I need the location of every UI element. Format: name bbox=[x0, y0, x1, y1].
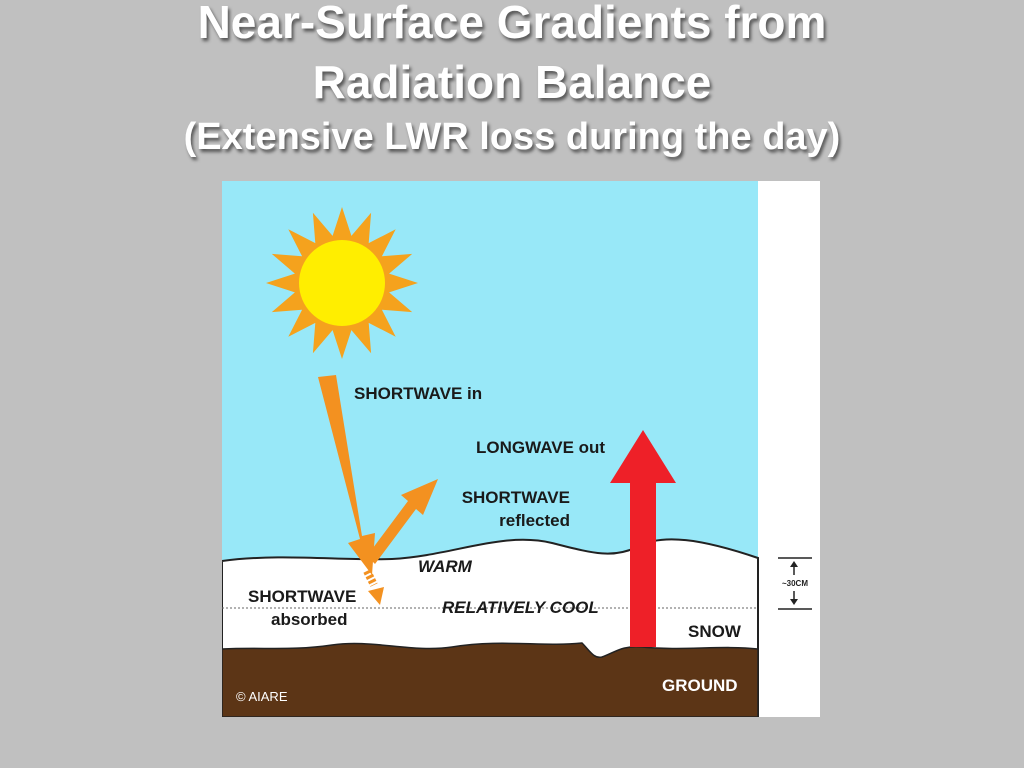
shortwave-absorbed-arrow bbox=[363, 569, 384, 605]
warm-label: WARM bbox=[418, 557, 473, 576]
title-line-1: Near-Surface Gradients from bbox=[197, 0, 827, 48]
radiation-balance-diagram: ~30CM SHORTWAVE in LONGWAVE out SHORTWAV… bbox=[222, 181, 820, 717]
shortwave-absorbed-label-line2: absorbed bbox=[271, 610, 348, 629]
title-line-2: Radiation Balance bbox=[312, 56, 712, 108]
slide-subtitle: (Extensive LWR loss during the day) bbox=[183, 116, 841, 158]
longwave-out-arrow bbox=[610, 430, 676, 647]
shortwave-in-arrow bbox=[318, 375, 375, 575]
shortwave-absorbed-label-line1: SHORTWAVE bbox=[248, 587, 356, 606]
sun-icon bbox=[266, 207, 418, 359]
ground-label: GROUND bbox=[662, 676, 738, 695]
down-arrow-icon bbox=[790, 591, 798, 605]
shortwave-reflected-label-line2: reflected bbox=[499, 511, 570, 530]
shortwave-reflected-label-line1: SHORTWAVE bbox=[462, 488, 570, 507]
up-arrow-icon bbox=[790, 561, 798, 575]
copyright-label: © AIARE bbox=[236, 689, 288, 704]
snow-label: SNOW bbox=[688, 622, 742, 641]
longwave-out-label: LONGWAVE out bbox=[476, 438, 605, 457]
depth-label: ~30CM bbox=[782, 579, 808, 588]
depth-marker: ~30CM bbox=[778, 557, 812, 610]
ground-layer bbox=[222, 642, 759, 717]
shortwave-reflected-arrow bbox=[367, 479, 438, 564]
shortwave-in-label: SHORTWAVE in bbox=[354, 384, 482, 403]
relatively-cool-label: RELATIVELY COOL bbox=[442, 598, 599, 617]
